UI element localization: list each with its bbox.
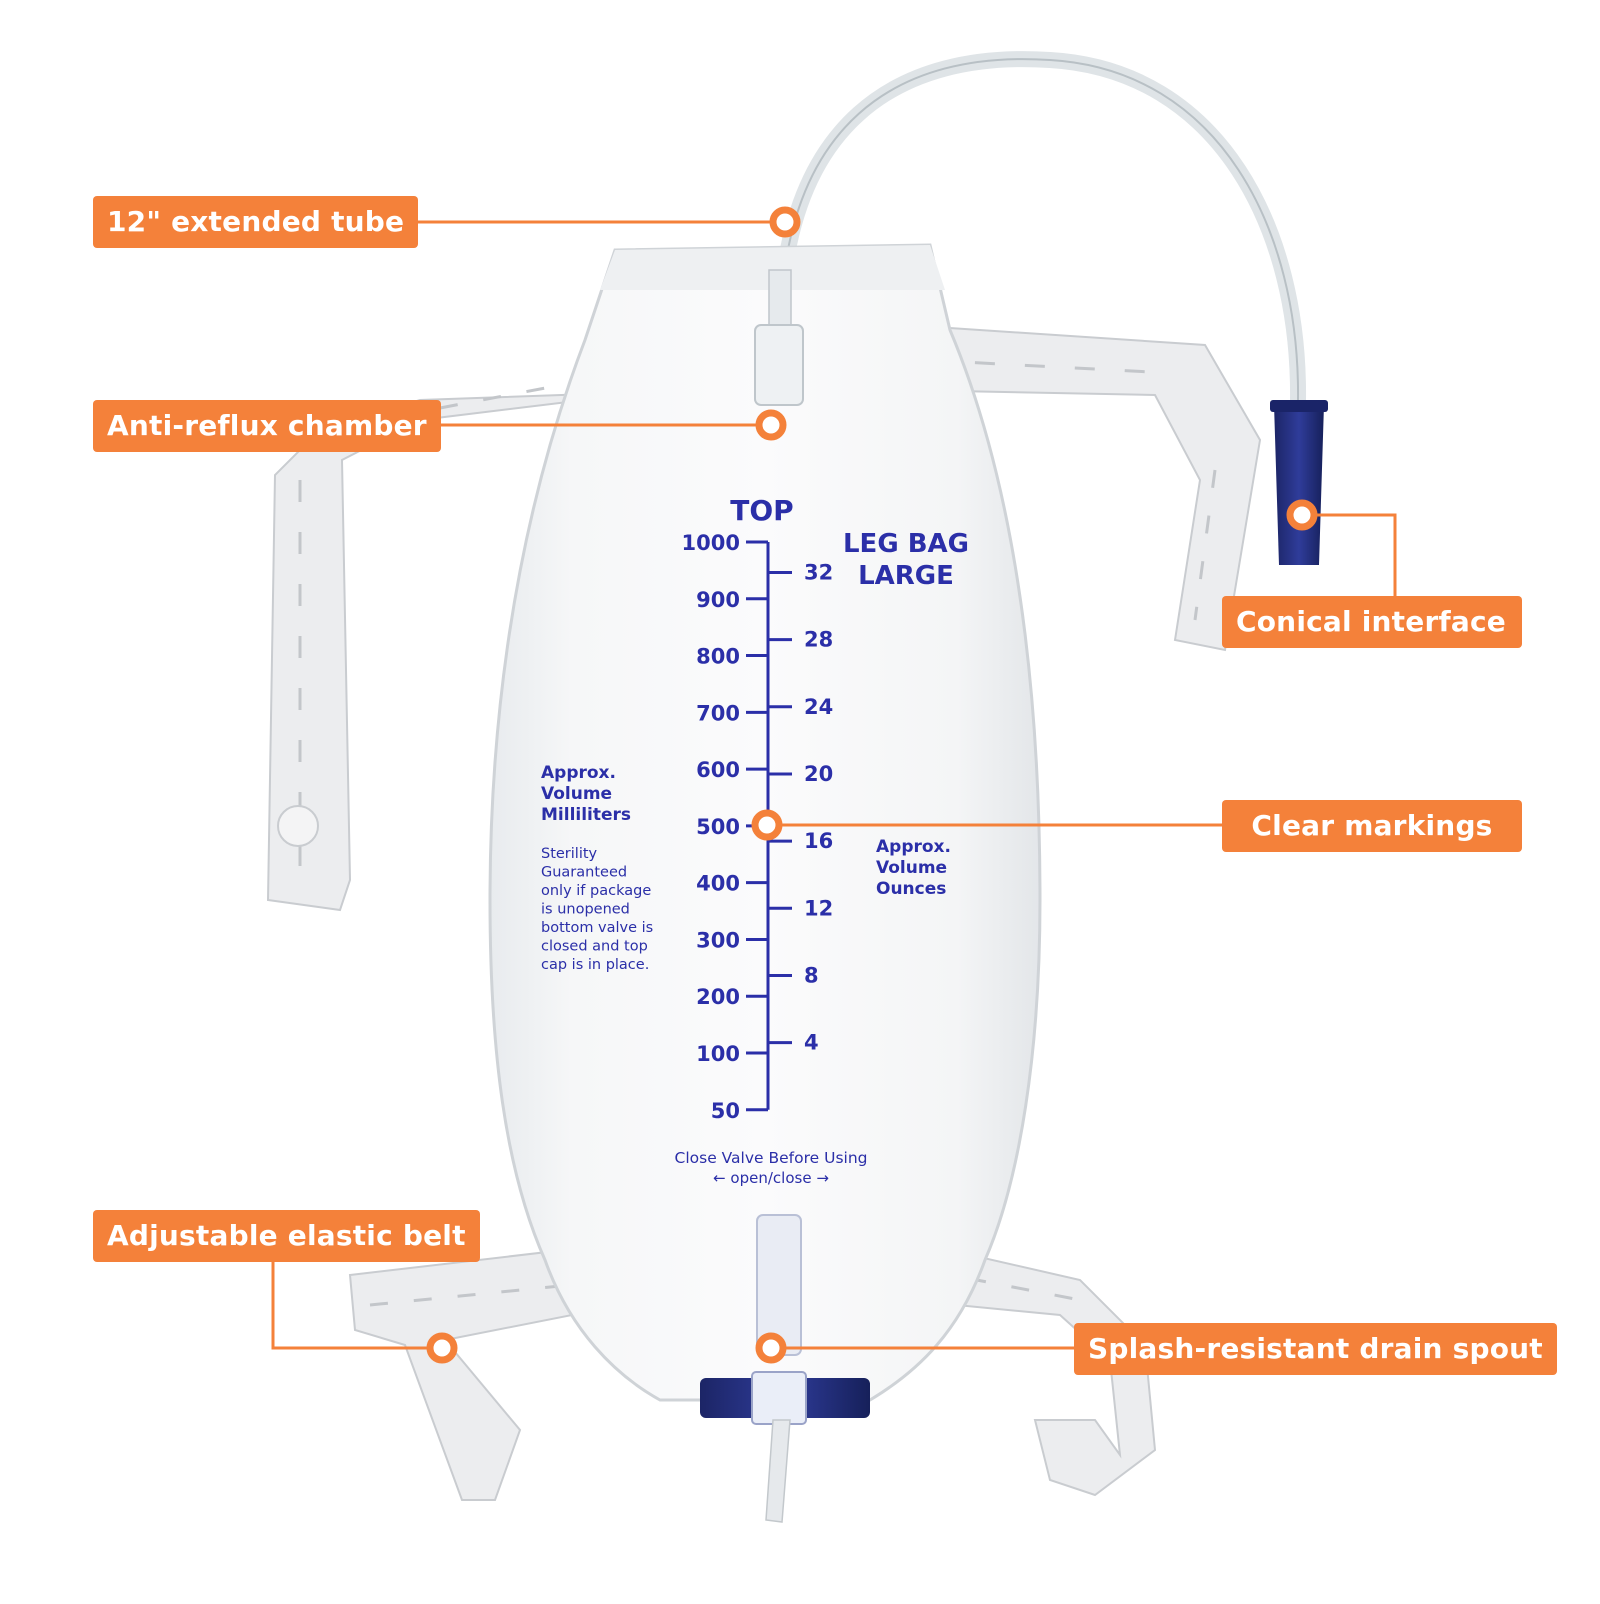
callout-extended-tube: 12" extended tube [93,196,419,248]
sterility-note: closed and top [541,939,648,955]
callout-leaders [271,206,1397,1364]
oz-tick-label: 12 [804,896,833,920]
marker-anti-reflux [755,409,787,441]
oz-unit-label: Volume [876,858,947,878]
upper-left-strap [266,329,651,912]
ml-tick-label: 100 [696,1042,740,1066]
sterility-note: bottom valve is [541,920,653,936]
ml-tick-label: 400 [696,872,740,896]
bag-top-label: TOP [730,494,793,527]
callout-conical-interface: Conical interface [1222,596,1522,648]
ml-tick-label: 1000 [682,531,740,555]
marker-clear-markings [751,809,783,841]
ml-unit-label: Milliliters [541,805,631,825]
anti-reflux-chamber [754,324,804,406]
oz-tick-label: 24 [804,695,833,719]
sterility-note: Sterility [541,846,598,862]
oz-tick-label: 20 [804,762,833,786]
valve-direction: ← open/close → [713,1169,829,1187]
marker-drain-spout [755,1332,787,1364]
oz-unit-label: Ounces [876,879,946,899]
oz-tick-label: 4 [804,1031,819,1055]
oz-tick-label: 16 [804,829,833,853]
oz-tick-label: 32 [804,560,833,584]
marker-extended-tube [769,206,801,238]
drain-valve [700,1371,870,1425]
upper-right-strap [904,323,1262,652]
marker-elastic-belt [426,1332,458,1364]
snap-button [277,805,319,847]
oz-tick-label: 28 [804,628,833,652]
ml-unit-label: Approx. [541,763,616,783]
callout-adjustable-elastic-belt: Adjustable elastic belt [93,1210,480,1262]
oz-tick-label: 8 [804,963,819,987]
sterility-note: is unopened [541,902,630,918]
valve-instruction: Close Valve Before Using [675,1149,868,1167]
callout-drain-spout: Splash-resistant drain spout [1074,1323,1557,1375]
ml-tick-label: 500 [696,815,740,839]
ml-tick-label: 800 [696,645,740,669]
product-name-line1: LEG BAG [843,529,969,559]
ml-tick-label: 700 [696,701,740,725]
conical-interface-cap [1274,404,1324,565]
ml-tick-label: 50 [711,1099,740,1123]
ml-tick-label: 900 [696,588,740,612]
marker-conical-interface [1286,499,1318,531]
sterility-note: Guaranteed [541,865,627,881]
callout-clear-markings: Clear markings [1222,800,1522,852]
product-name-line2: LARGE [858,561,954,591]
ml-tick-label: 200 [696,985,740,1009]
ml-unit-label: Volume [541,784,612,804]
ml-tick-label: 300 [696,928,740,952]
ml-tick-label: 600 [696,758,740,782]
sterility-note: cap is in place. [541,957,649,973]
oz-unit-label: Approx. [876,837,951,857]
sterility-note: only if package [541,883,651,899]
callout-anti-reflux-chamber: Anti-reflux chamber [93,400,441,452]
